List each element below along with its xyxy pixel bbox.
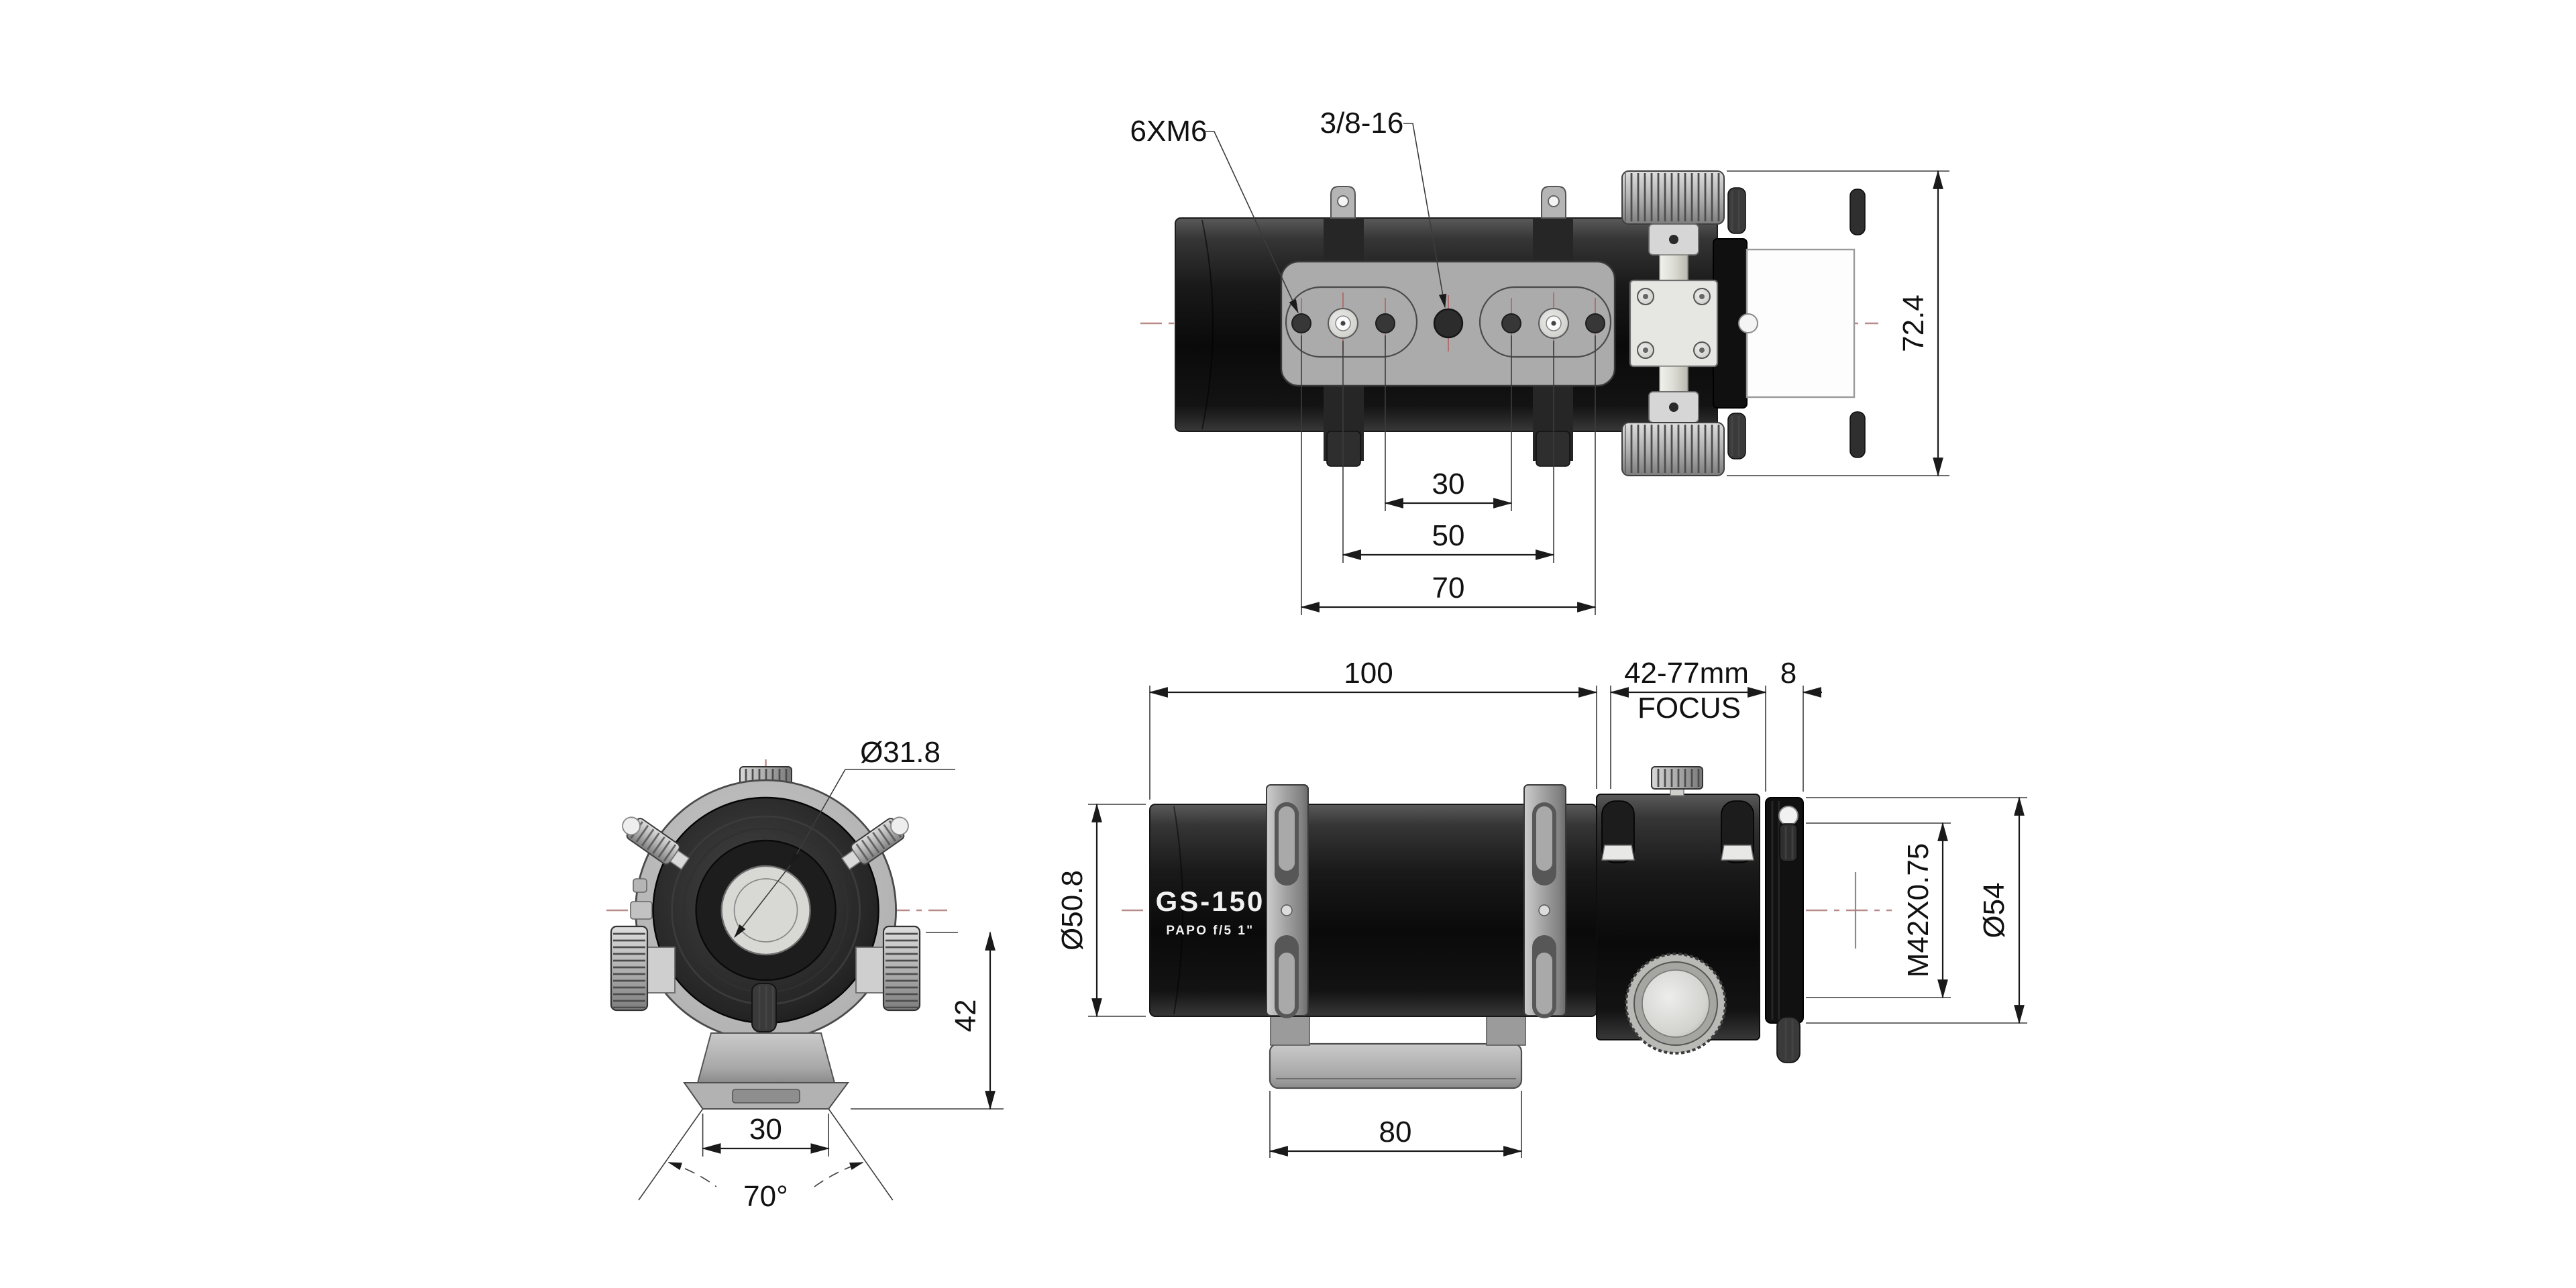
dim-text-front-30: 30 [749, 1113, 782, 1146]
end-ring-bottom-screw [1776, 1016, 1801, 1063]
top-ring-bands [1324, 218, 1573, 467]
top-focuser-assembly [1621, 170, 1866, 476]
dim-text-50: 50 [1432, 519, 1465, 552]
top-adapter-ball-screw [1738, 313, 1758, 333]
dim-text-eyepiece-dia: Ø31.8 [860, 736, 941, 769]
side-view: GS-150 PAPO f/5 1" [1056, 657, 2027, 1158]
dim-text-30: 30 [1432, 468, 1465, 500]
top-adapter-outline [1746, 248, 1856, 398]
plate-slot-left [1285, 286, 1418, 358]
dim-text-70: 70 [1432, 572, 1465, 604]
front-inner-dashed-circle [733, 878, 798, 943]
dim-text-80: 80 [1379, 1116, 1412, 1148]
dim-front-saddle-height: 42 [851, 931, 1004, 1110]
top-view: 6XM6 3/8-16 72.4 30 50 70 [1130, 107, 1949, 615]
side-focus-knob [1625, 953, 1727, 1055]
dim-text-tube-dia: Ø50.8 [1056, 870, 1089, 951]
top-thumbscrews [1727, 187, 1866, 460]
top-leader-tripod-thread: 3/8-16 [1320, 107, 1447, 309]
front-thumbscrew-bottom [751, 983, 777, 1032]
dim-front-dovetail-width: 30 [701, 1113, 830, 1157]
dim-side-thread: M42X0.75 [1806, 822, 1951, 999]
top-leader-6xm6: 6XM6 [1130, 115, 1299, 314]
top-mounting-plate [1280, 260, 1616, 387]
front-side-knobs [610, 925, 921, 1012]
dim-text-end-dia: Ø54 [1978, 882, 2010, 938]
front-thumbscrew-upper-left [622, 816, 690, 870]
front-mount [683, 1032, 849, 1110]
dim-front-eyepiece-dia: Ø31.8 [734, 736, 955, 938]
side-focuser [1596, 766, 1804, 1063]
side-dovetail-base [1269, 1012, 1526, 1089]
plate-tripod-hole [1433, 308, 1464, 339]
plate-hub-screws [1328, 308, 1569, 339]
plate-m6-holes [1291, 313, 1605, 333]
label-6xm6: 6XM6 [1130, 115, 1208, 148]
top-ring-tabs [1330, 186, 1566, 219]
dim-top-hole-spacings: 30 50 70 [1300, 335, 1597, 615]
dim-text-8: 8 [1780, 657, 1796, 690]
side-dewshield-edge [1173, 806, 1183, 1015]
dim-front-dovetail-angle: 70° [638, 1108, 894, 1213]
front-left-tabs [630, 878, 653, 920]
bracket-screws [1637, 288, 1711, 359]
dim-top-height: 72.4 [1727, 170, 1949, 477]
front-view: Ø31.8 42 30 70° [606, 736, 1004, 1213]
dim-text-focus-travel: 42-77mm [1624, 657, 1749, 690]
end-ring-clamp-screw [1778, 806, 1799, 862]
top-dewshield-edge [1201, 219, 1214, 430]
dim-side-end-dia: Ø54 [1806, 796, 2027, 1024]
dim-text-focus-word: FOCUS [1638, 692, 1741, 724]
dim-text-100: 100 [1344, 657, 1393, 690]
brand-spec: PAPO f/5 1" [1166, 924, 1254, 938]
brand-model: GS-150 [1156, 885, 1265, 917]
front-thumbscrew-upper-right [841, 816, 909, 870]
side-ring-1 [1266, 784, 1309, 1018]
plate-slot-right [1479, 286, 1612, 358]
label-tripod-thread: 3/8-16 [1320, 107, 1404, 140]
dim-side-tube-dia: Ø50.8 [1056, 803, 1146, 1018]
dim-text-70deg: 70° [743, 1180, 788, 1213]
side-ring-2 [1523, 784, 1566, 1018]
dim-side-length-row: 100 42-77mm FOCUS 8 [1148, 657, 1822, 800]
dim-side-base-length: 80 [1269, 1091, 1523, 1158]
dim-text-thread: M42X0.75 [1902, 843, 1935, 978]
side-tube-rings [1266, 784, 1566, 1018]
dim-text-42: 42 [949, 1000, 982, 1032]
focuser-posts [1601, 800, 1754, 863]
dim-text-72-4: 72.4 [1897, 294, 1930, 352]
